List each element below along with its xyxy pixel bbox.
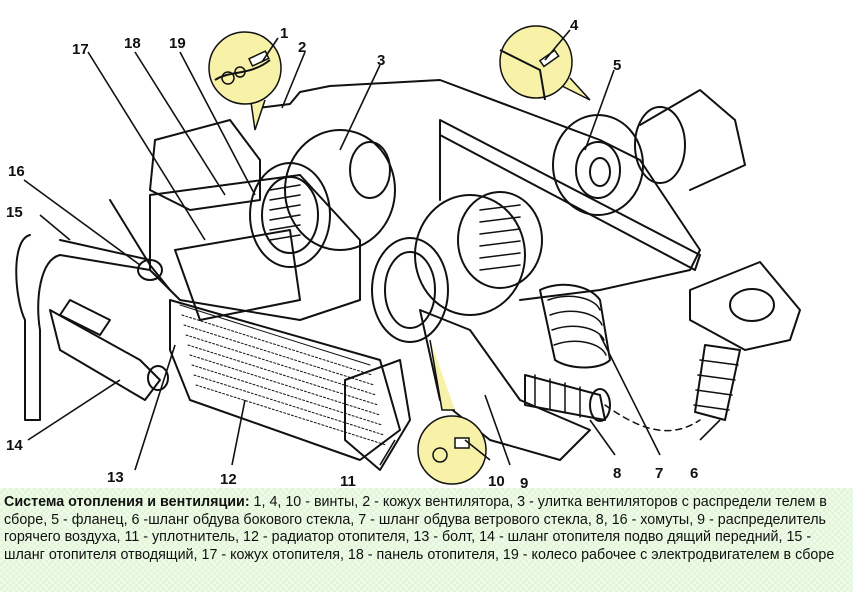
heater-hoses-left [15, 199, 171, 421]
callout-5: 5 [613, 57, 621, 74]
caption-title: Система отопления и вентиляции: [4, 494, 250, 510]
callout-13: 13 [107, 469, 124, 486]
callout-1: 1 [280, 25, 288, 42]
hoses-windshield [524, 283, 611, 422]
callout-17: 17 [72, 41, 89, 58]
callout-18: 18 [124, 35, 141, 52]
heater-panel [149, 119, 261, 211]
callout-11: 11 [340, 473, 356, 488]
callout-detail-screw-4 [499, 25, 591, 101]
motor-with-flange [552, 89, 746, 216]
fan-right [371, 191, 543, 343]
callout-19: 19 [169, 35, 186, 52]
side-glass-hose [689, 261, 801, 421]
callout-15: 15 [6, 204, 23, 221]
callout-detail-screw-10 [417, 339, 487, 485]
callout-12: 12 [220, 471, 237, 488]
callout-6: 6 [690, 465, 698, 482]
callout-detail-screw-1 [208, 31, 282, 131]
callout-7: 7 [655, 465, 663, 482]
fan-left [249, 129, 396, 268]
callout-8: 8 [613, 465, 621, 482]
callout-4: 4 [570, 17, 579, 34]
heater-housing [149, 174, 361, 321]
callout-16: 16 [8, 163, 25, 180]
caption-legend-text: 1, 4, 10 - винты, 2 - кожух вентилятора,… [4, 494, 835, 563]
radiator [169, 299, 411, 471]
callout-10: 10 [488, 473, 505, 488]
dashed-connector [604, 404, 701, 432]
support-bracket [439, 119, 701, 271]
callout-3: 3 [377, 52, 385, 69]
figure-caption: Система отопления и вентиляции: 1, 4, 10… [0, 488, 853, 592]
heating-system-diagram: 1 2 3 4 5 6 7 8 9 10 11 12 13 14 15 16 1… [6, 17, 801, 488]
callout-9: 9 [520, 475, 528, 488]
callout-2: 2 [298, 39, 306, 56]
callout-14: 14 [6, 437, 23, 454]
fan-shroud [257, 79, 701, 301]
